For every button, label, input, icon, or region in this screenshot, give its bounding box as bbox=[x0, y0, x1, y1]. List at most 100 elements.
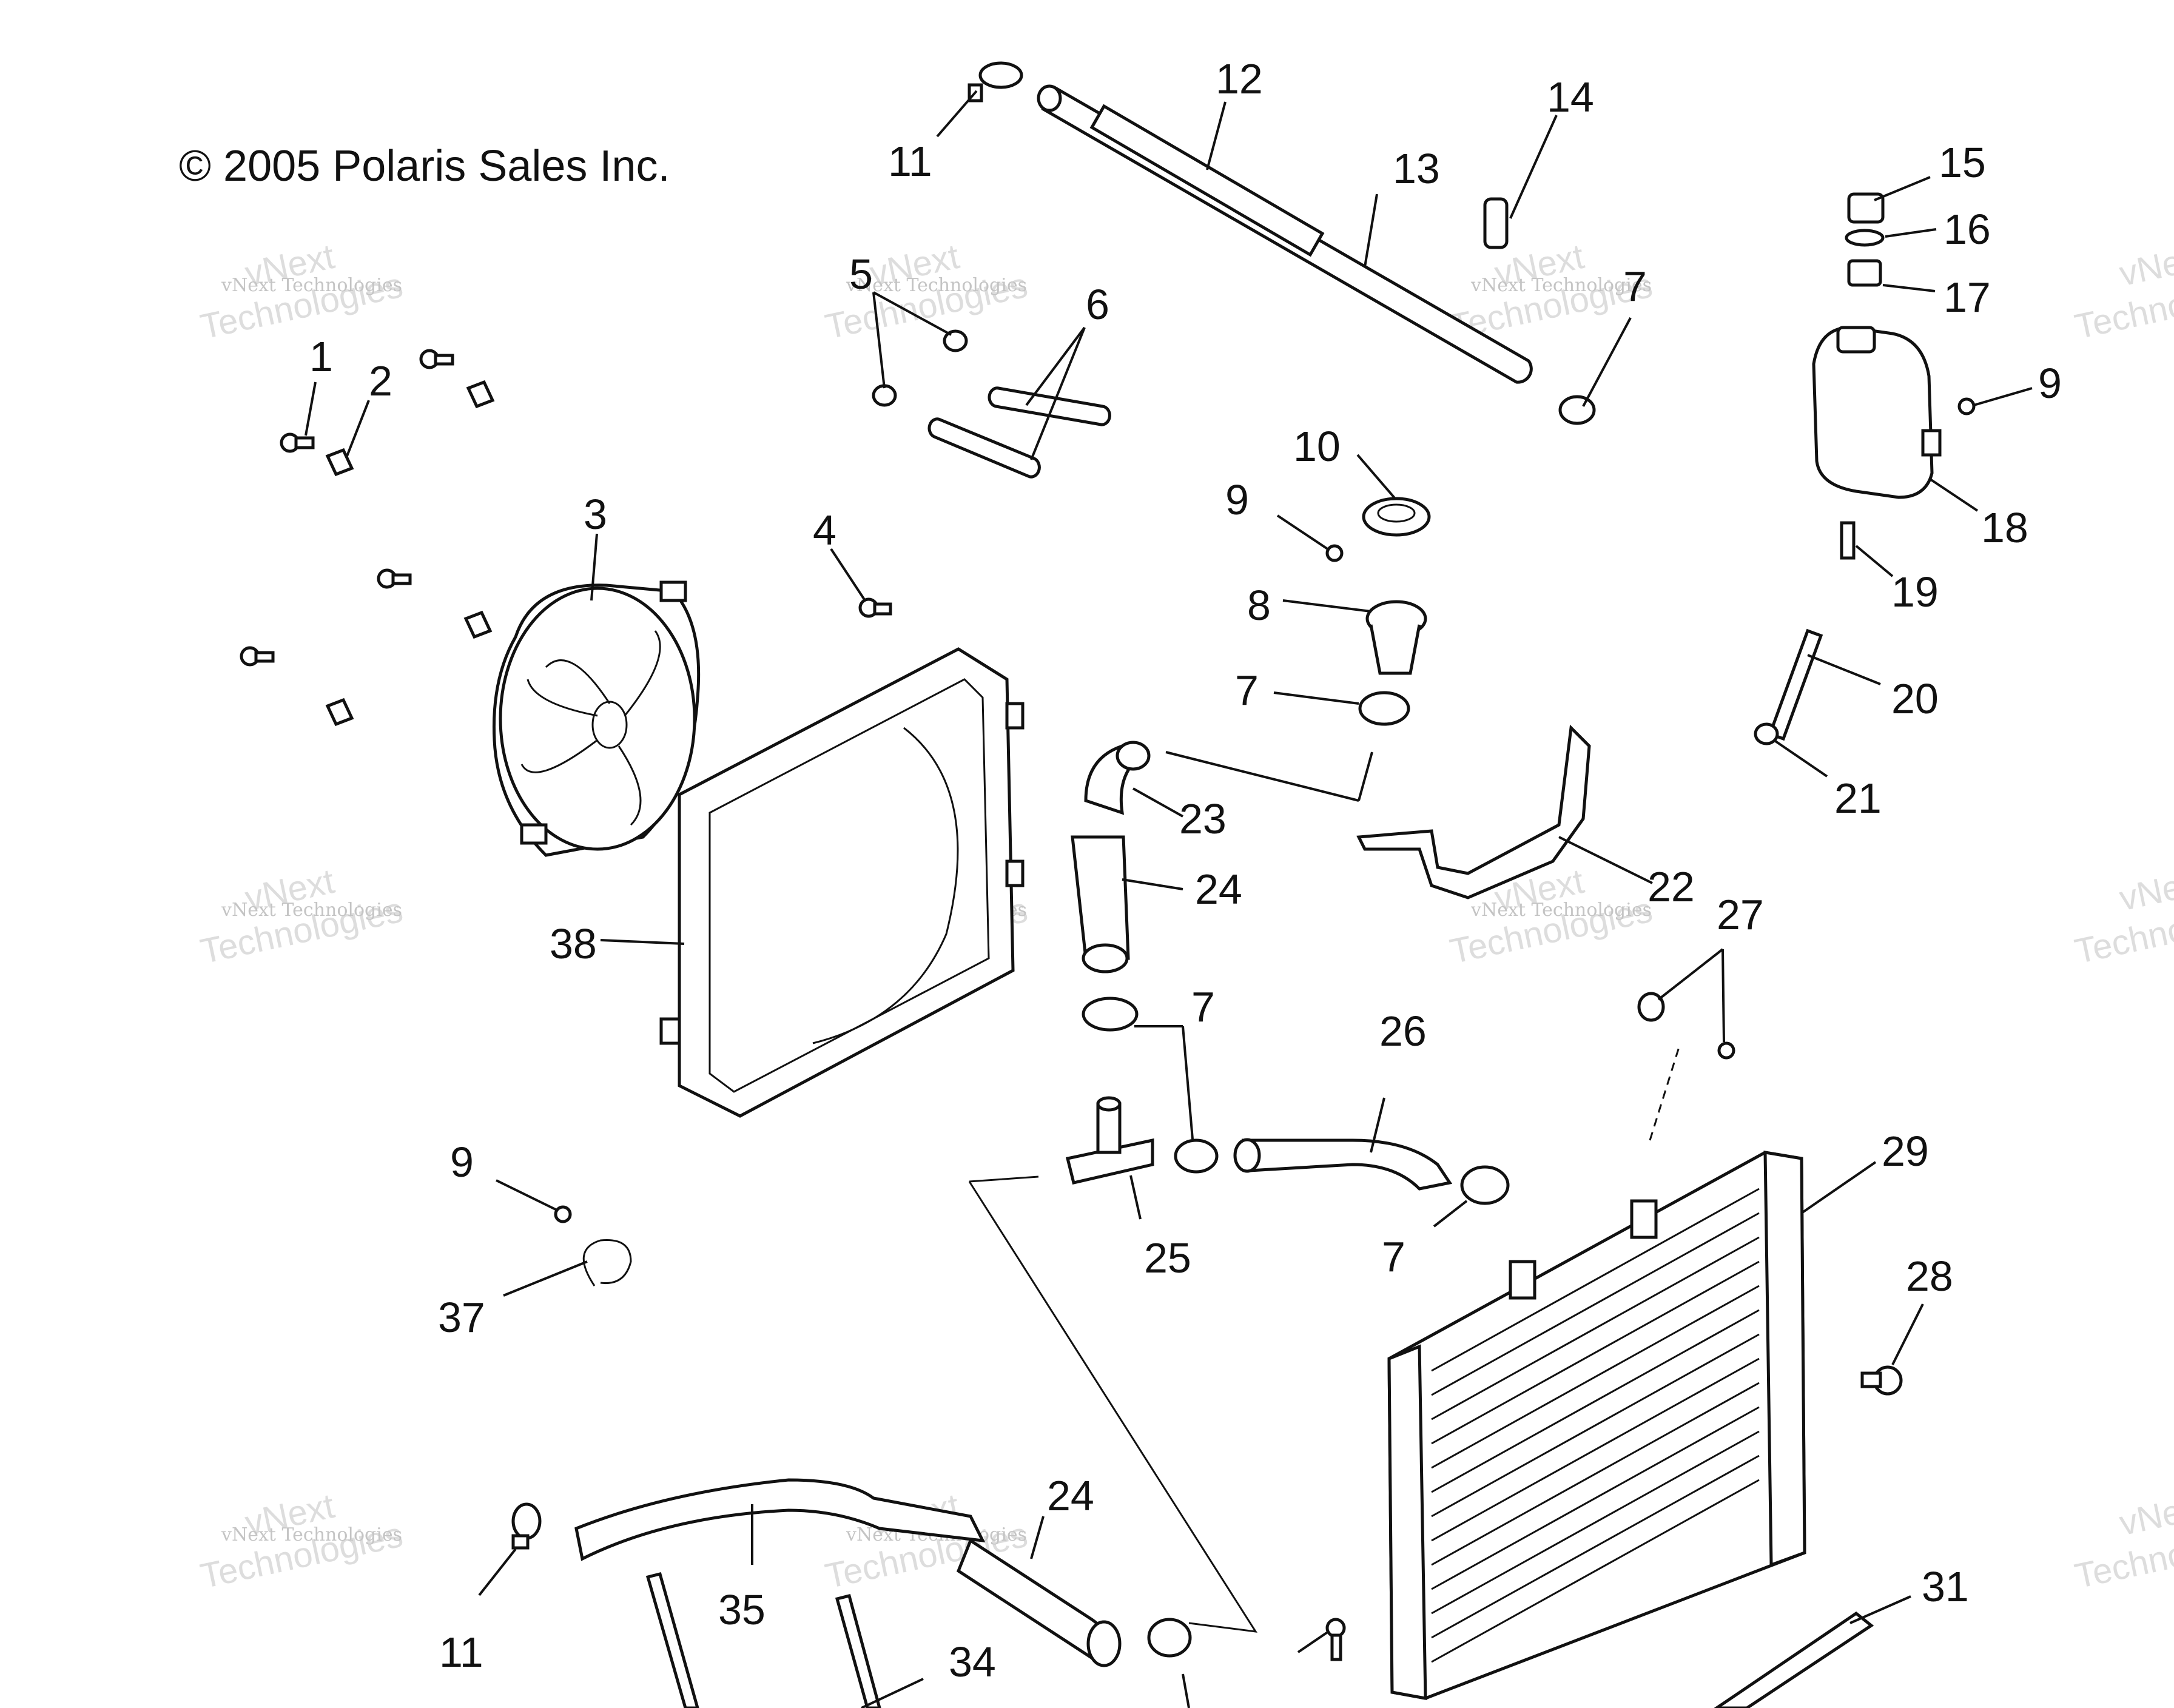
leader-lines bbox=[305, 90, 2033, 1708]
watermark-text: vNext Technologies bbox=[221, 275, 402, 296]
callout-4: 4 bbox=[813, 506, 836, 554]
watermark-text: vNext Technologies bbox=[1470, 275, 1652, 296]
callout-2: 2 bbox=[369, 357, 392, 405]
bolt-low bbox=[240, 646, 275, 667]
callout-13: 13 bbox=[1393, 145, 1440, 192]
callout-22: 22 bbox=[1647, 863, 1695, 910]
hose-clamp-7-top bbox=[1558, 395, 1596, 425]
mount-bracket-22 bbox=[1356, 724, 1591, 899]
spring-clip-37 bbox=[582, 1239, 632, 1286]
callout-28: 28 bbox=[1906, 1252, 1953, 1300]
hose-26 bbox=[1233, 1138, 1453, 1191]
callout-3: 3 bbox=[584, 491, 607, 538]
clip-low bbox=[325, 698, 354, 727]
callout-6: 6 bbox=[1086, 281, 1109, 328]
bolt-mid bbox=[377, 568, 412, 589]
bolt-28 bbox=[1860, 1365, 1903, 1396]
bolt-9-left bbox=[554, 1205, 572, 1223]
watermark-vnext: vNext bbox=[2116, 1486, 2174, 1543]
callout-20: 20 bbox=[1891, 675, 1939, 722]
callout-labels: 1 2 3 4 5 6 7 7 7 7 8 9 9 9 10 11 11 12 … bbox=[309, 55, 2062, 1686]
fastener-group-left bbox=[240, 349, 495, 727]
callout-9a: 9 bbox=[1225, 476, 1249, 523]
bolt-bottom bbox=[1325, 1618, 1346, 1661]
hose-24-bottom bbox=[956, 1538, 1122, 1667]
tee-fitting-25 bbox=[1065, 1096, 1154, 1185]
callout-15: 15 bbox=[1939, 139, 1986, 186]
callout-37: 37 bbox=[438, 1294, 485, 1341]
callout-12: 12 bbox=[1216, 55, 1263, 103]
watermark-text: vNext Technologies bbox=[221, 899, 402, 921]
radiator bbox=[1387, 1151, 1806, 1701]
hose-35 bbox=[574, 1478, 986, 1561]
hose-24-top bbox=[1071, 835, 1130, 973]
upper-hose bbox=[1037, 84, 1533, 384]
callout-19: 19 bbox=[1891, 568, 1939, 616]
callout-17: 17 bbox=[1943, 274, 1991, 321]
hose-clamp-7-c bbox=[1082, 997, 1139, 1032]
callout-23: 23 bbox=[1179, 795, 1227, 842]
hose-23 bbox=[1084, 741, 1151, 815]
bolt-4 bbox=[858, 597, 892, 618]
callout-7c: 7 bbox=[1191, 983, 1215, 1031]
callout-7a: 7 bbox=[1623, 263, 1647, 310]
callout-24a: 24 bbox=[1195, 866, 1242, 913]
filler-neck-8 bbox=[1365, 600, 1427, 675]
bolt-9-reservoir bbox=[1957, 397, 1976, 415]
callout-11b: 11 bbox=[439, 1629, 483, 1676]
callout-24b: 24 bbox=[1047, 1472, 1094, 1519]
rod-34 bbox=[645, 1572, 881, 1708]
neck-17 bbox=[1847, 259, 1882, 287]
callout-26: 26 bbox=[1379, 1007, 1427, 1055]
callout-35: 35 bbox=[718, 1586, 766, 1633]
copyright-text: © 2005 Polaris Sales Inc. bbox=[179, 142, 670, 190]
callout-1: 1 bbox=[309, 333, 333, 380]
hose-14 bbox=[1483, 197, 1509, 249]
callout-27: 27 bbox=[1717, 891, 1764, 938]
callout-9b: 9 bbox=[2038, 360, 2062, 407]
watermark-vnext: vNext bbox=[2116, 237, 2174, 294]
callout-21: 21 bbox=[1834, 775, 1882, 822]
grommet-27 bbox=[1637, 992, 1735, 1060]
callout-11a: 11 bbox=[888, 138, 932, 185]
callout-5: 5 bbox=[849, 250, 873, 298]
shield-31 bbox=[1714, 1611, 1874, 1708]
gasket-16 bbox=[1845, 229, 1885, 247]
radiator-cap-10 bbox=[1362, 497, 1431, 537]
reservoir-cap-15 bbox=[1847, 192, 1885, 224]
watermark-text: vNext Technologies bbox=[1470, 899, 1652, 921]
callout-18: 18 bbox=[1981, 504, 2028, 551]
callout-29: 29 bbox=[1882, 1128, 1929, 1175]
watermark-text: vNext Technologies bbox=[221, 1524, 402, 1545]
hose-clamp-7-b bbox=[1358, 691, 1410, 726]
bolt-9-top bbox=[1325, 544, 1344, 562]
fitting-19 bbox=[1840, 521, 1856, 560]
clip-top bbox=[466, 380, 495, 409]
callout-10: 10 bbox=[1293, 423, 1341, 470]
clip-mid bbox=[463, 610, 493, 639]
hose-clamp-7-d bbox=[1174, 1138, 1219, 1174]
callout-31: 31 bbox=[1922, 1563, 1969, 1610]
watermark-vnext: vNext bbox=[2116, 861, 2174, 918]
cooling-fan bbox=[492, 580, 701, 857]
bolt-1 bbox=[280, 432, 315, 453]
callout-7b: 7 bbox=[1235, 667, 1259, 714]
coolant-reservoir bbox=[1812, 326, 1942, 499]
clamp-21 bbox=[1754, 722, 1779, 745]
overflow-tube-20 bbox=[1768, 628, 1823, 741]
callout-8: 8 bbox=[1247, 582, 1271, 629]
hose-clamp-7-e bbox=[1460, 1165, 1510, 1205]
callout-25: 25 bbox=[1144, 1234, 1191, 1282]
callout-14: 14 bbox=[1547, 73, 1594, 121]
callout-7d: 7 bbox=[1382, 1233, 1405, 1280]
callout-16: 16 bbox=[1943, 206, 1991, 253]
fan-shroud bbox=[659, 647, 1025, 1118]
tube-6 bbox=[927, 386, 1111, 479]
clip-2 bbox=[325, 448, 354, 477]
hose-clamp-11-top bbox=[968, 61, 1023, 103]
bolt-top bbox=[419, 349, 454, 369]
hose-clamp-5 bbox=[872, 329, 968, 407]
hose-clamp-11-bottom bbox=[511, 1502, 542, 1550]
callout-9c: 9 bbox=[450, 1138, 474, 1186]
